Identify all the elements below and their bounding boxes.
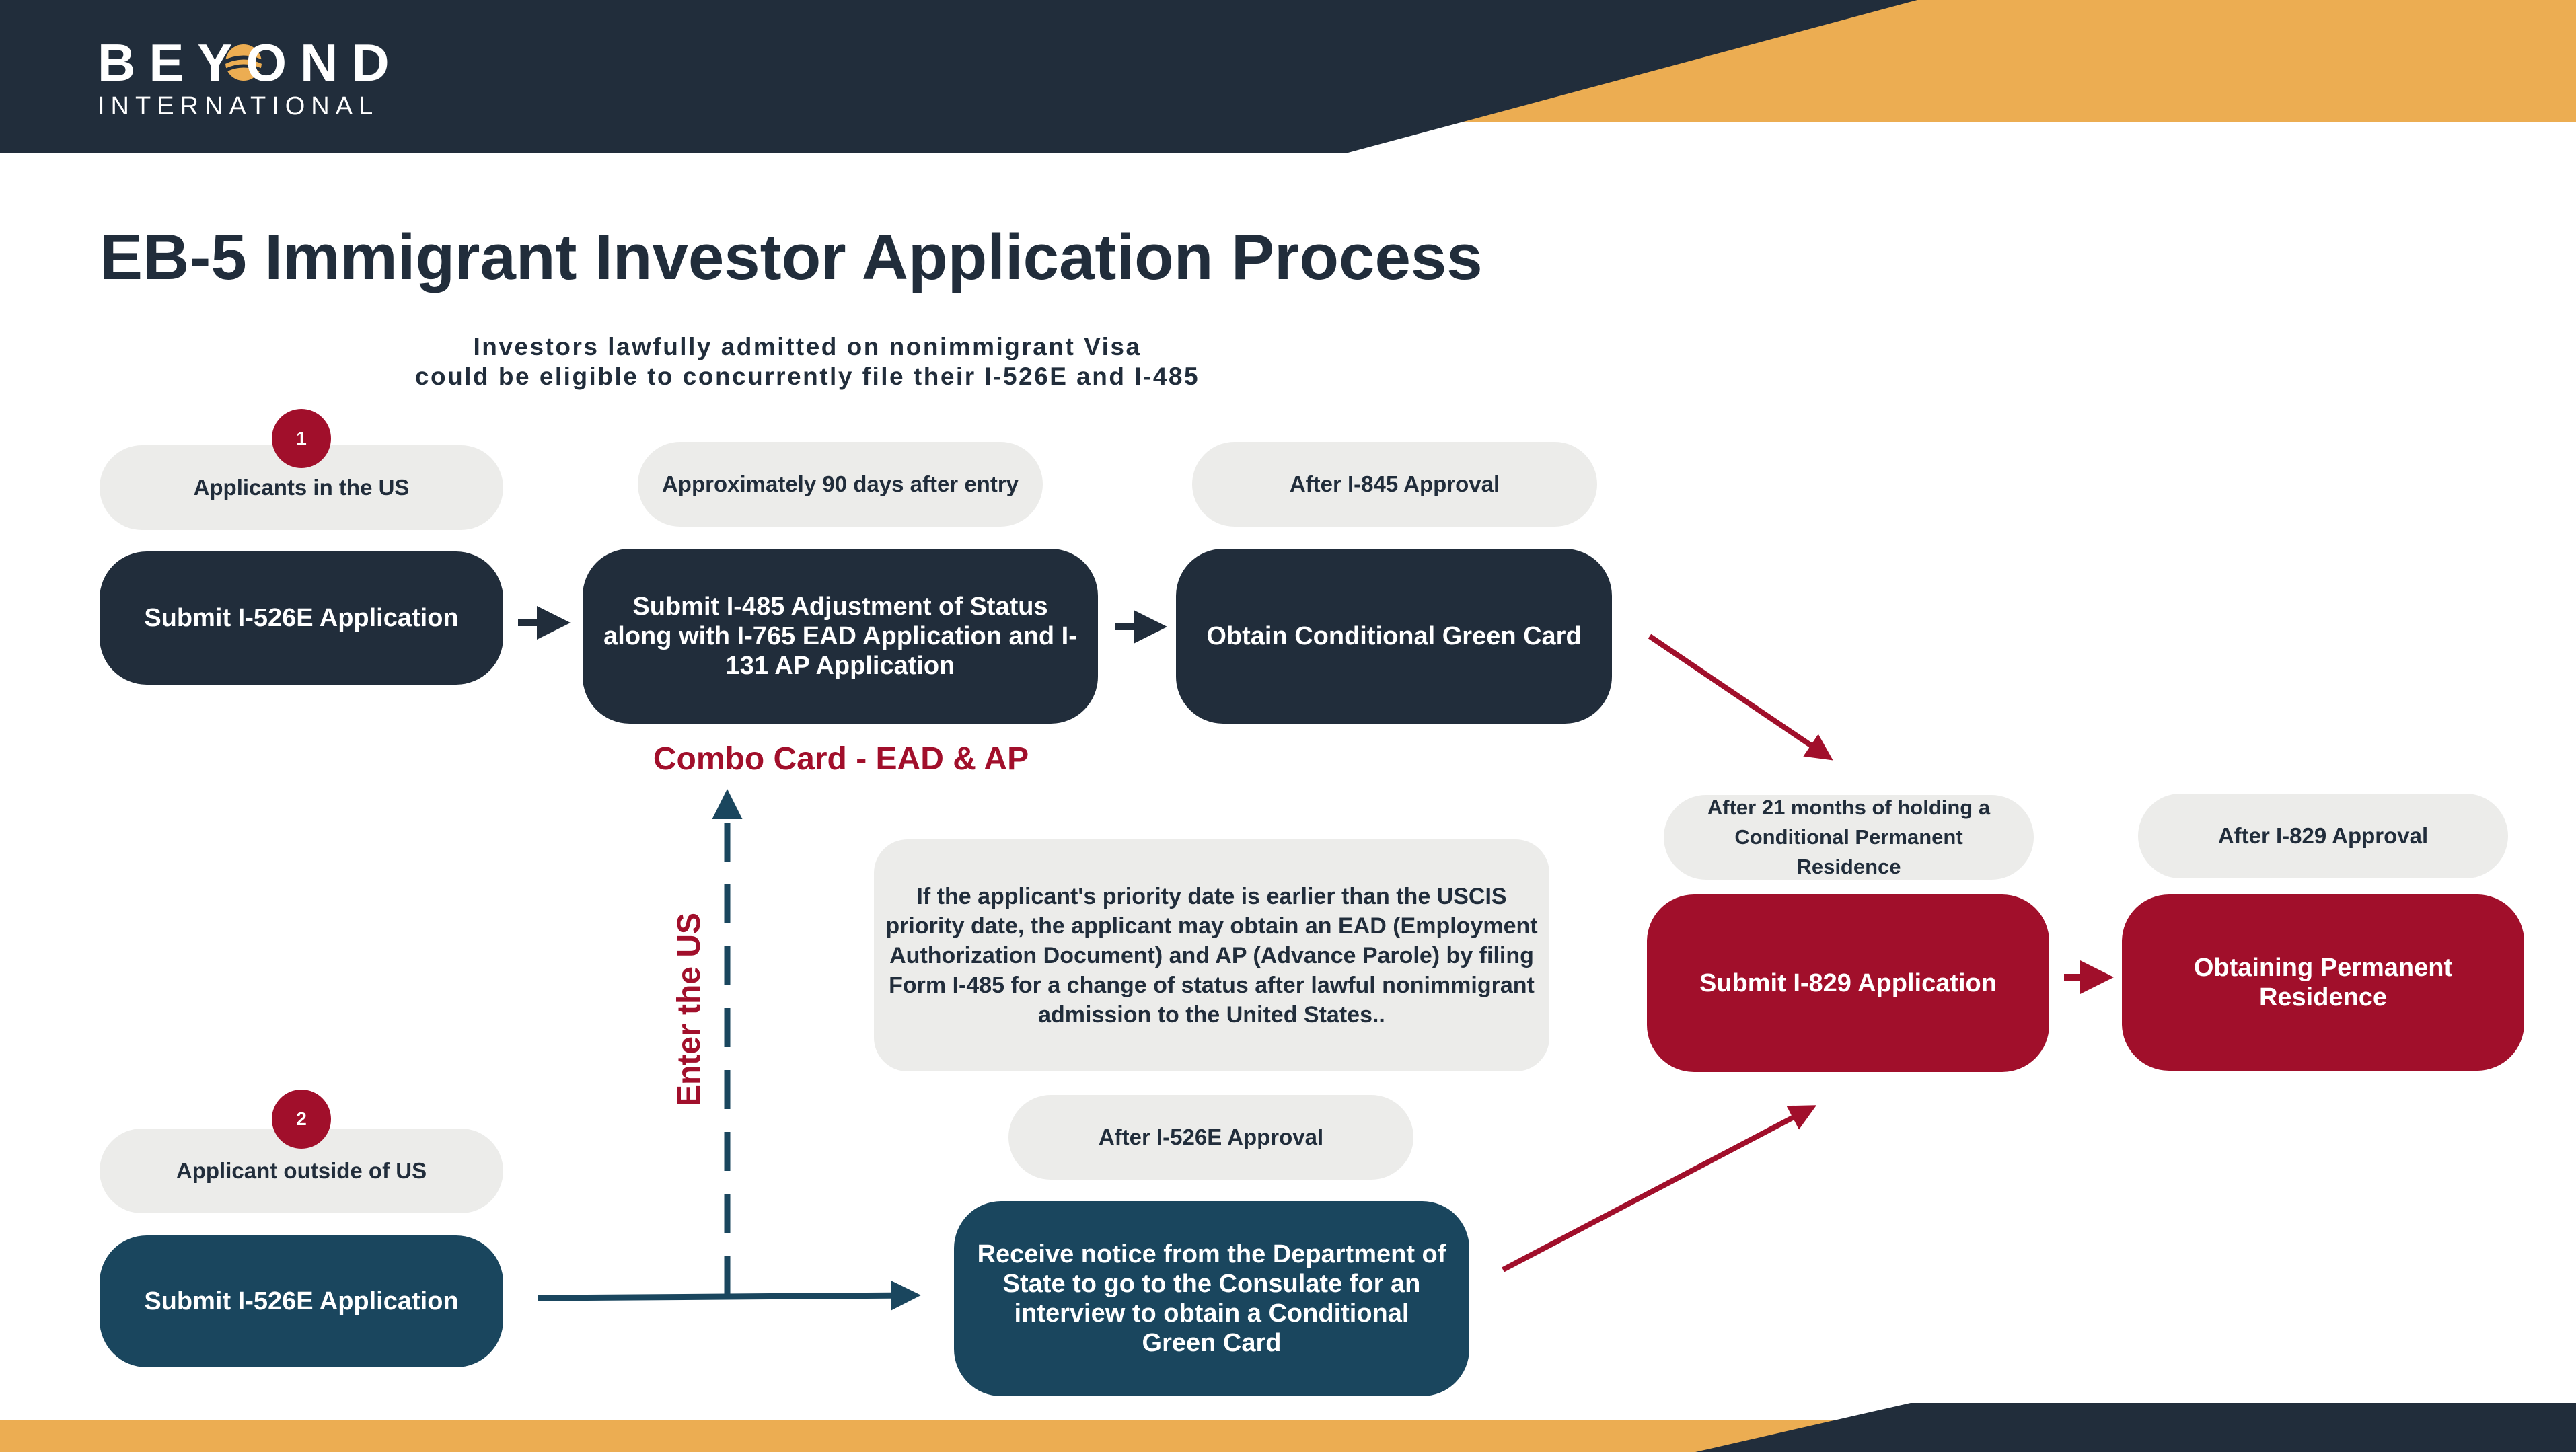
path2-label: Applicant outside of US xyxy=(100,1129,503,1213)
path1-step2-timing: After I-845 Approval xyxy=(1192,442,1597,527)
arrow-outside-to-notice xyxy=(538,1280,921,1311)
logo-wordmark: BEYOND xyxy=(98,33,403,92)
path1-badge: 1 xyxy=(272,409,331,468)
path1-step1-timing: Approximately 90 days after entry xyxy=(638,442,1043,527)
page-subtitle: Investors lawfully admitted on nonimmigr… xyxy=(323,332,1292,397)
permanent-residence-box: Obtaining Permanent Residence xyxy=(2122,894,2524,1071)
footer-navy-band xyxy=(1695,1403,2576,1452)
path2-consulate-notice-box: Receive notice from the Department of St… xyxy=(954,1201,1469,1396)
subtitle-line-1: Investors lawfully admitted on nonimmigr… xyxy=(473,333,1142,360)
arrow-greencard-to-829 xyxy=(1648,634,1833,761)
path2-submit-i526e-box: Submit I-526E Application xyxy=(100,1235,503,1367)
arrow-notice-to-829 xyxy=(1502,1105,1817,1272)
path1-submit-i526e-box: Submit I-526E Application xyxy=(100,551,503,685)
enter-us-label: Enter the US xyxy=(671,912,707,1106)
path2-timing: After I-526E Approval xyxy=(1008,1095,1413,1180)
combo-card-label: Combo Card - EAD & AP xyxy=(653,741,1029,777)
final-approval-timing: After I-829 Approval xyxy=(2138,794,2508,878)
subtitle-line-2: could be eligible to concurrently file t… xyxy=(414,362,1200,390)
logo-subtitle: INTERNATIONAL xyxy=(98,92,379,120)
path2-badge: 2 xyxy=(272,1090,331,1149)
submit-i829-box: Submit I-829 Application xyxy=(1647,894,2049,1072)
path1-adjustment-box: Submit I-485 Adjustment of Status along … xyxy=(583,549,1098,724)
header-navy-banner xyxy=(0,0,1917,153)
priority-date-note: If the applicant's priority date is earl… xyxy=(874,839,1549,1071)
logo-sun-icon xyxy=(222,44,265,81)
final-829-timing: After 21 months of holding a Conditional… xyxy=(1664,795,2034,880)
path1-green-card-box: Obtain Conditional Green Card xyxy=(1176,549,1612,724)
page-title: EB-5 Immigrant Investor Application Proc… xyxy=(100,221,1483,293)
